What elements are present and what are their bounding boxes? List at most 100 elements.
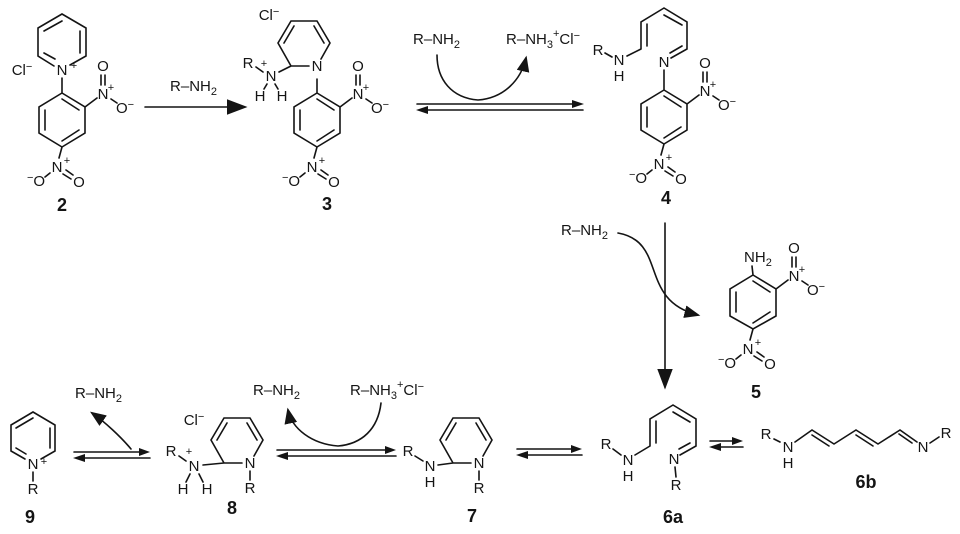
equilibrium-lines (73, 451, 151, 459)
atom-N: N (28, 456, 39, 473)
arrowhead-right (732, 437, 743, 445)
charge-plus: + (71, 60, 77, 72)
atom-R: R (474, 480, 485, 497)
atom-H: H (202, 481, 213, 498)
atom-N: N (743, 341, 754, 358)
curved-arrow-to-5 (617, 232, 701, 318)
equilibrium-lines (516, 448, 583, 456)
arrowhead-right (572, 100, 584, 108)
atom-N: N (614, 52, 625, 69)
structure-6a: R N H N R 6a (601, 404, 697, 527)
structure-5: NH2 N + O O− N + −O O 5 (718, 240, 825, 402)
reagent-amine-label: R–NH2 (75, 385, 122, 405)
curved-arrow-amine-exchange (436, 54, 530, 101)
ring-bonds (612, 404, 697, 478)
atom-N: N (623, 452, 634, 469)
atom-N: N (654, 156, 665, 173)
double-bonds (646, 14, 708, 177)
compound-number: 2 (57, 195, 67, 215)
arrow-2-to-3: R–NH2 (144, 78, 248, 115)
charge-plus: + (755, 337, 761, 349)
arrowhead-right (385, 446, 396, 454)
ring-bonds (178, 417, 264, 483)
compound-number: 5 (751, 382, 761, 402)
atom-O: O (73, 174, 85, 191)
equilibrium-lines (709, 440, 744, 448)
charge-plus: + (108, 82, 114, 94)
atom-N: N (52, 159, 63, 176)
charge-plus: + (799, 264, 805, 276)
oxide-label: O− (718, 96, 736, 114)
atom-H: H (277, 88, 288, 105)
structure-2: Cl− N + N + O O− N + −O O 2 (12, 13, 134, 215)
atom-H: H (178, 481, 189, 498)
double-bonds (283, 25, 361, 180)
arrowhead-right (139, 448, 150, 456)
atom-R: R (601, 436, 612, 453)
chloride-label: Cl− (259, 6, 280, 24)
atom-O: O (699, 55, 711, 72)
atom-H: H (614, 68, 625, 85)
ring-bonds (37, 13, 118, 178)
atom-N: N (57, 62, 68, 79)
compound-number: 9 (25, 507, 35, 527)
atom-O: O (328, 174, 340, 191)
charge-plus: + (710, 79, 716, 91)
arrowhead-left (516, 451, 528, 459)
atom-R: R (166, 443, 177, 460)
charge-plus: + (319, 155, 325, 167)
double-bonds (216, 422, 258, 441)
structure-8: Cl− R + N H H N R 8 (166, 411, 264, 518)
arrowhead-left (73, 454, 85, 462)
atom-H: H (623, 468, 634, 485)
atom-H: H (255, 88, 266, 105)
charge-plus: + (41, 456, 47, 468)
compound-number: 4 (661, 188, 671, 208)
equilibrium-lines (416, 103, 584, 111)
reagent-amine-label: R–NH2 (170, 78, 217, 98)
double-bonds (445, 422, 487, 441)
oxide-label: −O (718, 354, 736, 372)
ring-bonds (414, 417, 493, 481)
double-bonds (43, 20, 106, 180)
atom-R: R (761, 426, 772, 443)
curved-arrow-amine-release (90, 411, 132, 450)
equilibrium-6a-6b (709, 437, 744, 451)
reagent-amine-label: R–NH2 (561, 222, 608, 242)
oxide-label: O− (807, 281, 825, 299)
oxide-label: O− (116, 99, 134, 117)
atom-H: H (783, 455, 794, 472)
ammonium-chloride-label: R–NH3+Cl− (506, 28, 580, 51)
equilibrium-8-7: R–NH2 R–NH3+Cl− (253, 379, 424, 460)
structure-6b: R N H N R 6b (761, 425, 952, 492)
arrowhead-left (416, 106, 428, 114)
arrow-4-to-6a: R–NH2 (561, 222, 701, 390)
reagent-amine-label: R–NH2 (253, 382, 300, 402)
atom-R: R (245, 480, 256, 497)
charge-plus: + (186, 446, 192, 458)
compound-number: 8 (227, 498, 237, 518)
equilibrium-9-8: R–NH2 (73, 385, 151, 462)
atom-N: N (266, 68, 277, 85)
double-bonds (15, 417, 51, 455)
compound-number: 3 (322, 194, 332, 214)
atom-O: O (352, 58, 364, 75)
arrowhead-right (571, 445, 582, 453)
oxide-label: −O (282, 172, 300, 190)
ammonium-chloride-label: R–NH3+Cl− (350, 379, 424, 402)
arrowhead-left (276, 452, 288, 460)
chain-bonds (773, 429, 940, 445)
atom-N: N (307, 159, 318, 176)
atom-N: N (918, 439, 929, 456)
atom-N: N (425, 458, 436, 475)
charge-plus: + (64, 155, 70, 167)
amine-nh2-label: NH2 (744, 249, 772, 269)
arrowhead-left (709, 443, 721, 451)
chloride-label: Cl− (12, 61, 33, 79)
atom-O: O (675, 171, 687, 188)
charge-plus: + (261, 58, 267, 70)
atom-N: N (312, 58, 323, 75)
atom-N: N (700, 83, 711, 100)
